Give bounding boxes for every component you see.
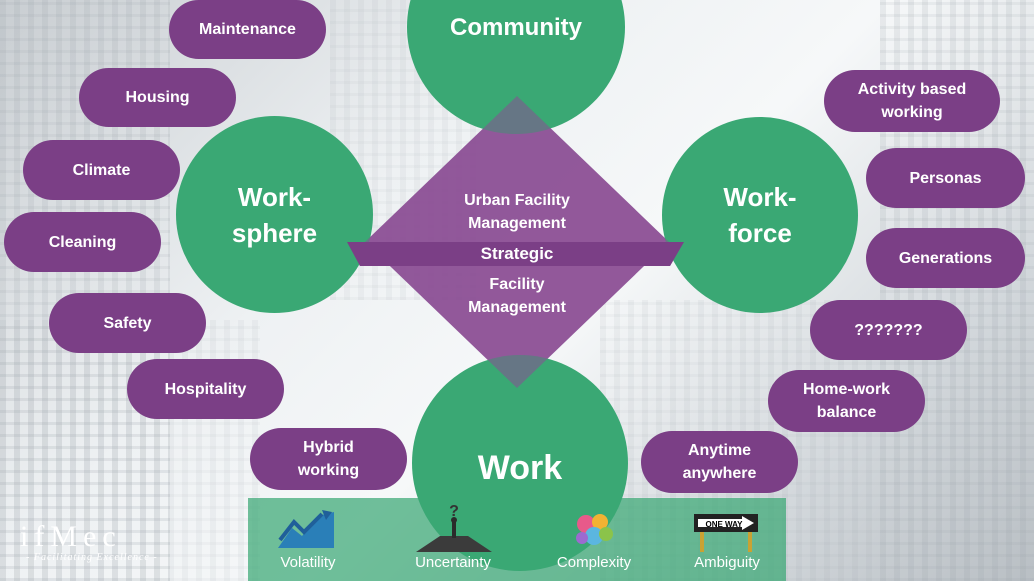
pill-home-work-balance: Home-work balance — [768, 370, 925, 432]
pill-maintenance: Maintenance — [169, 0, 326, 59]
pill-hybrid-working: Hybrid working — [250, 428, 407, 490]
diamond-band-label: Strategic — [480, 244, 554, 263]
vuca-volatility: Volatility — [280, 554, 336, 571]
pill-unknown: ??????? — [810, 300, 967, 360]
ifmec-logo: ifMec - Facilitating Excellence - — [20, 520, 158, 563]
logo-tagline: - Facilitating Excellence - — [26, 552, 158, 563]
pill-housing: Housing — [79, 68, 236, 127]
pill-hospitality: Hospitality — [127, 359, 284, 419]
circle-workforce: Work- force — [662, 117, 858, 313]
pill-climate: Climate — [23, 140, 180, 200]
circle-worksphere: Work- sphere — [176, 116, 373, 313]
one-way-sign-icon: ONE WAY — [694, 514, 758, 552]
brain-gears-icon — [576, 514, 613, 545]
pill-personas: Personas — [866, 148, 1025, 208]
pill-cleaning: Cleaning — [4, 212, 161, 272]
diamond-bottom-label: Facility Management — [468, 276, 566, 316]
logo-mark: ifMec — [20, 520, 122, 553]
svg-text:?: ? — [449, 503, 459, 520]
chart-arrow-icon — [278, 510, 334, 548]
vuca-ambiguity: Ambiguity — [694, 554, 760, 571]
diamond-top-label: Urban Facility Management — [464, 192, 570, 232]
pill-generations: Generations — [866, 228, 1025, 288]
svg-text:ONE WAY: ONE WAY — [705, 520, 743, 529]
vuca-bar: ? ONE WAY Volatility Uncertainty Complex… — [248, 498, 786, 581]
question-mark-figure-icon: ? — [416, 503, 492, 552]
pill-anytime-anywhere: Anytime anywhere — [641, 431, 798, 493]
pill-safety: Safety — [49, 293, 206, 353]
pill-activity-based-working: Activity based working — [824, 70, 1000, 132]
vuca-complexity: Complexity — [556, 554, 632, 571]
vuca-uncertainty: Uncertainty — [415, 554, 491, 571]
